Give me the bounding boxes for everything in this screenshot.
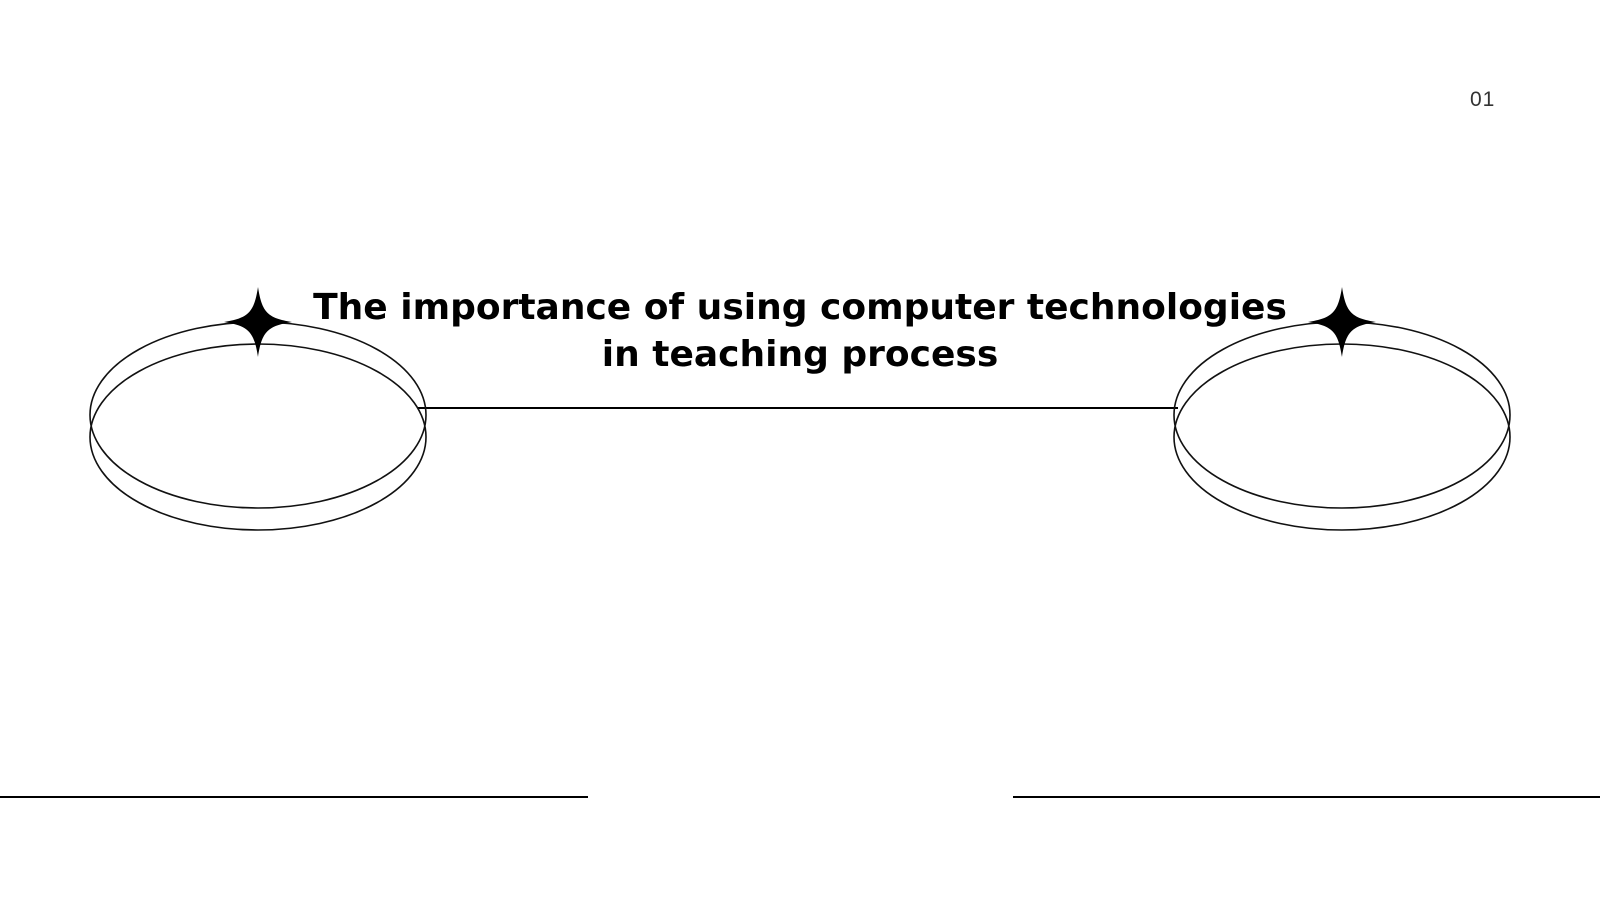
page-number: 01 [1470,88,1496,111]
slide-title: The importance of using computer technol… [313,287,1287,375]
four-point-star-icon [1308,287,1376,357]
four-point-star-icon [224,287,292,357]
